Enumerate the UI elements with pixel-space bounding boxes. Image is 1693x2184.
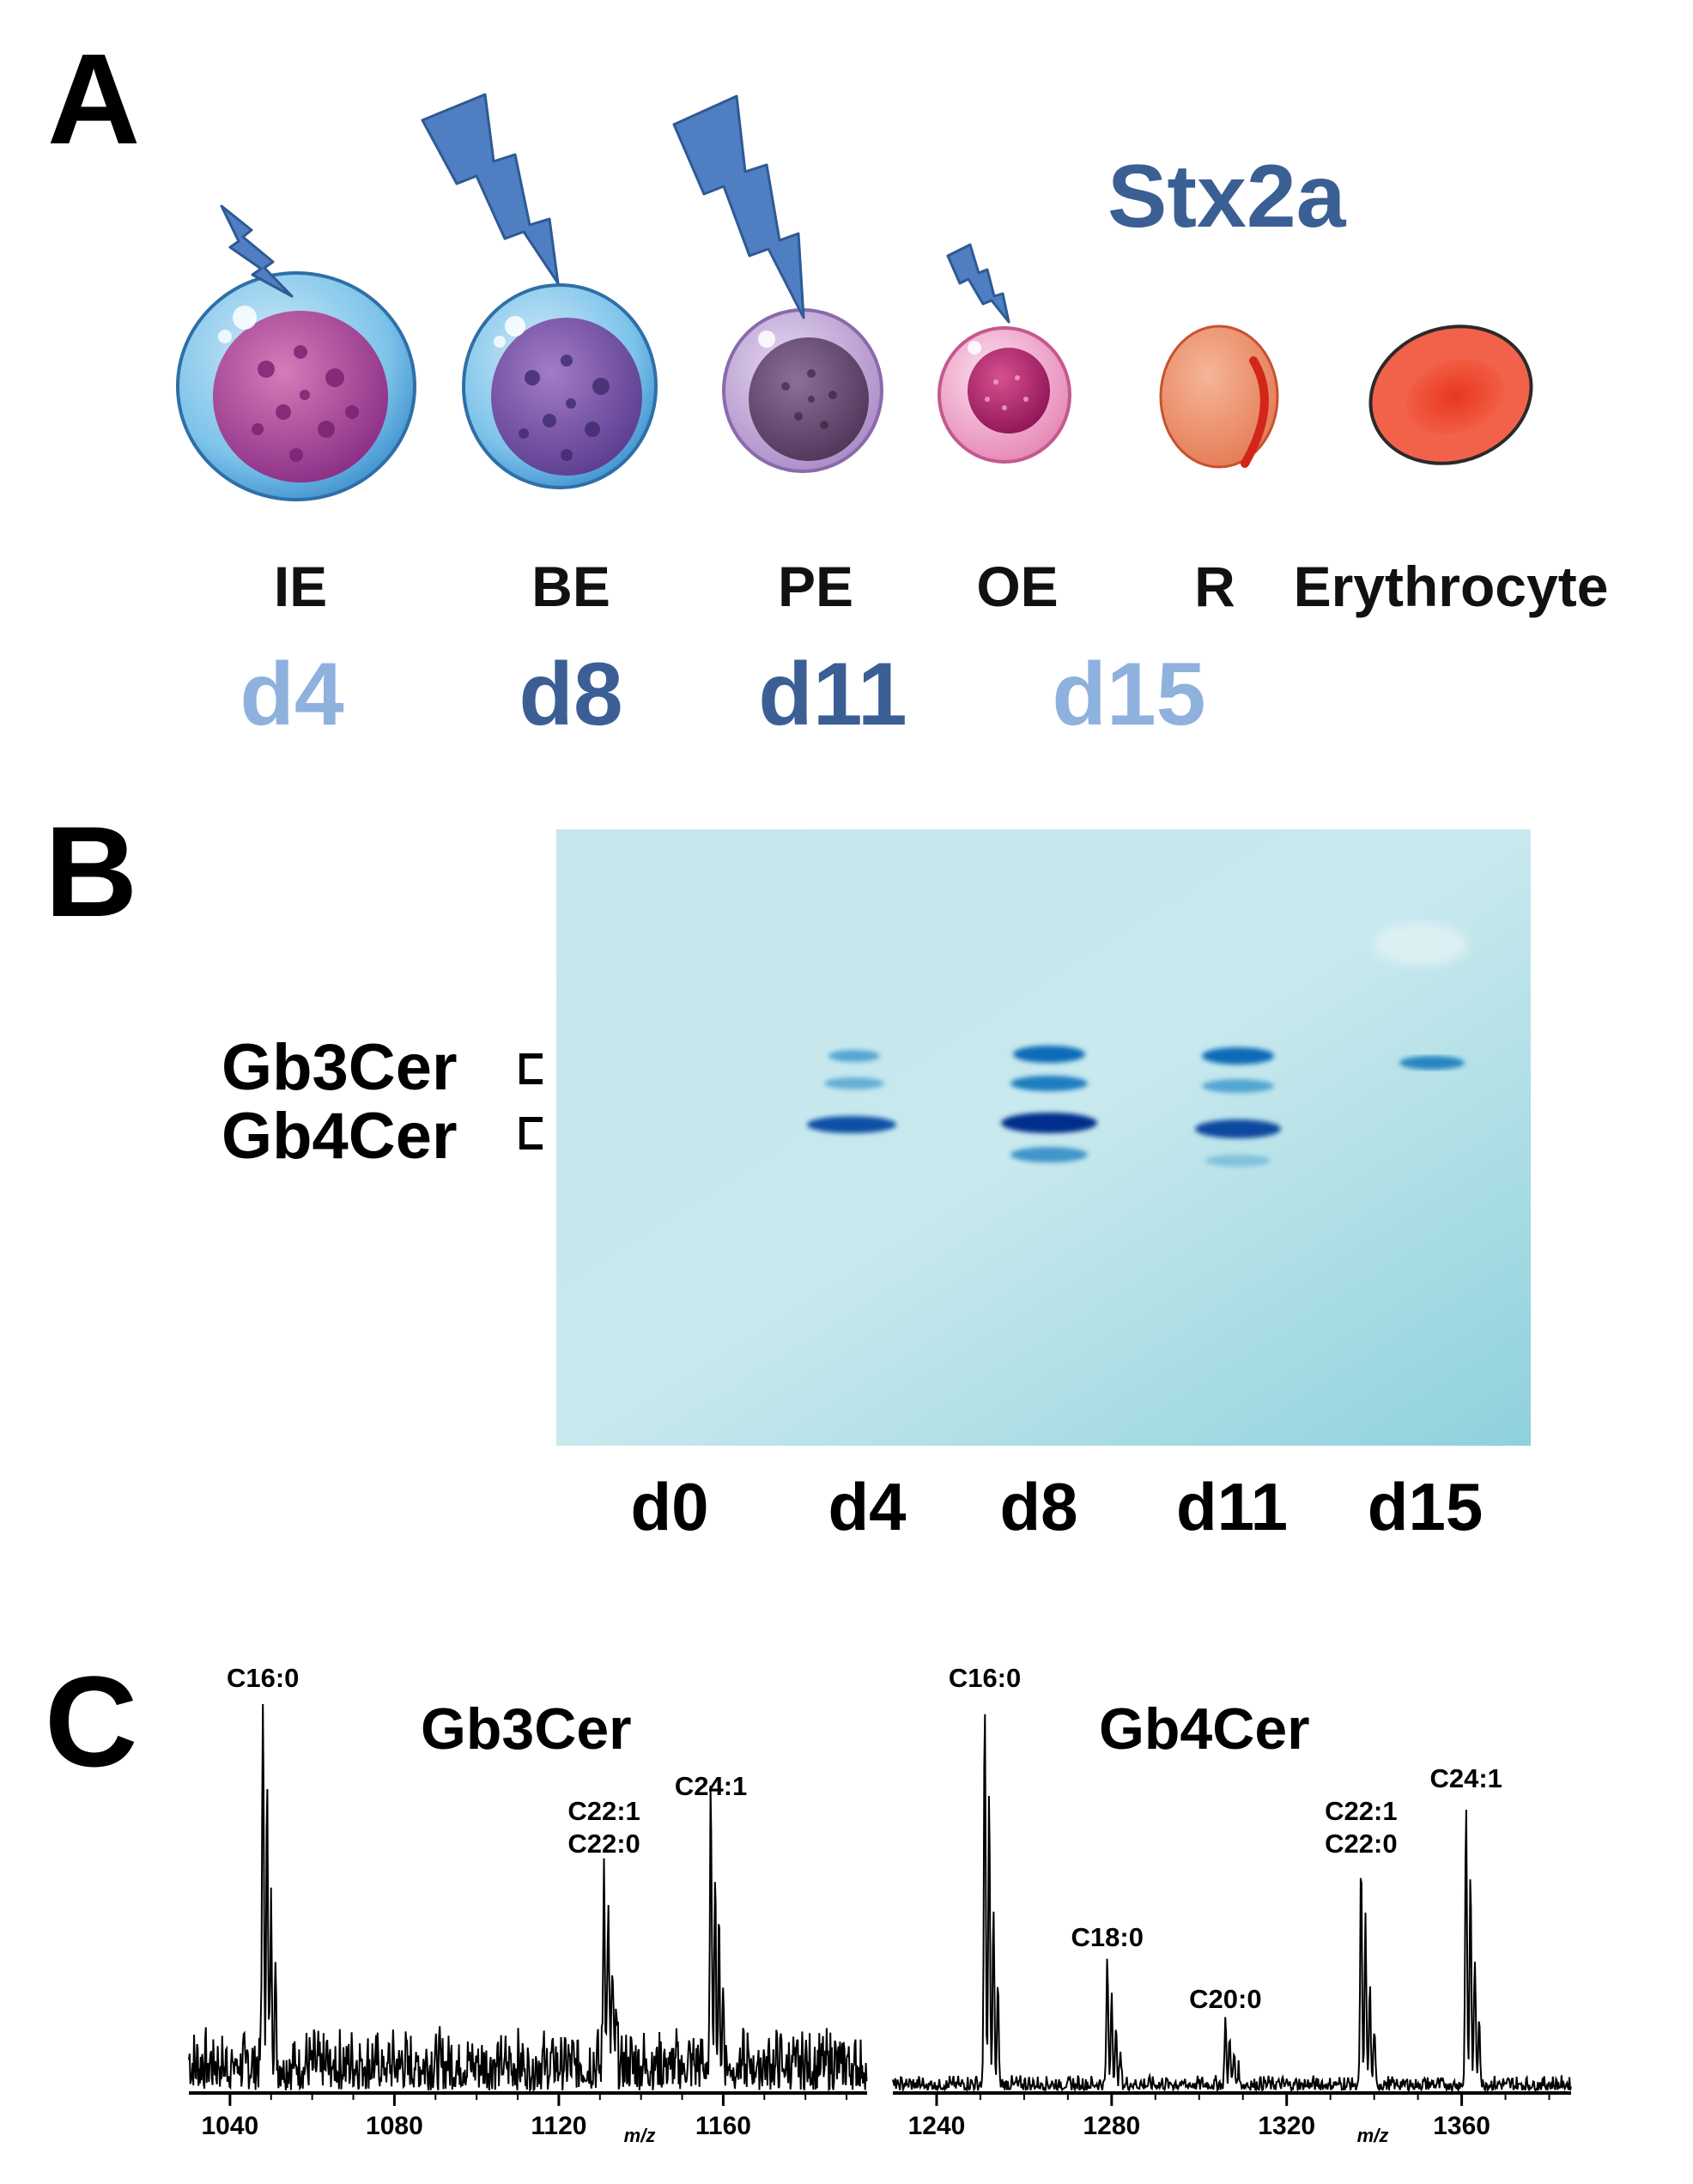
spectrum-tick-label: 1080 bbox=[366, 2112, 423, 2140]
spectrum-tick-label: 1280 bbox=[1083, 2112, 1141, 2140]
spectrum-title-gb4cer: Gb4Cer bbox=[1099, 1696, 1310, 1762]
peak-label-1-1: C18:0 bbox=[1071, 1921, 1144, 1952]
bolt-oe-icon bbox=[946, 243, 1010, 324]
lane-label-d8: d8 bbox=[999, 1469, 1078, 1544]
stage-label-pe: PE bbox=[777, 555, 854, 618]
cell-erythrocyte-icon bbox=[1368, 325, 1533, 465]
peak-label-0-0: C16:0 bbox=[226, 1663, 300, 1693]
spectrum-tick-label: 1120 bbox=[531, 2112, 587, 2140]
panel-letter-a: A bbox=[47, 27, 141, 171]
tlc-lane-d15-bands bbox=[1399, 1056, 1465, 1070]
gb4cer-bracket bbox=[519, 1117, 543, 1150]
bolt-pe-icon bbox=[672, 94, 805, 319]
day-label-d15: d15 bbox=[1052, 645, 1206, 744]
cell-oe-icon bbox=[938, 326, 1071, 464]
tlc-lane-d8-bands bbox=[1001, 1046, 1097, 1162]
day-label-d8: d8 bbox=[519, 645, 623, 744]
spectrum-tick-label: 1240 bbox=[907, 2112, 966, 2140]
peak-label-1-2: C20:0 bbox=[1189, 1983, 1262, 2014]
toxin-label: Stx2a bbox=[1107, 147, 1346, 246]
tlc-lane-d11-bands bbox=[1195, 1047, 1281, 1167]
tlc-plate-background bbox=[556, 829, 1531, 1446]
cell-be-icon bbox=[462, 283, 658, 489]
peak-label-1-0: C16:0 bbox=[948, 1663, 1022, 1693]
lane-label-d4: d4 bbox=[828, 1469, 907, 1544]
peak-label-0-2: C24:1 bbox=[674, 1771, 748, 1801]
stage-label-be: BE bbox=[531, 555, 610, 618]
stage-label-erythrocyte: Erythrocyte bbox=[1293, 555, 1609, 618]
stage-label-ie: IE bbox=[273, 555, 328, 618]
stage-label-oe: OE bbox=[976, 555, 1059, 618]
spectrum-tick-label: 1040 bbox=[201, 2112, 259, 2140]
band-label-gb4cer: Gb4Cer bbox=[221, 1100, 458, 1173]
spectrum-axis-label: m/z bbox=[623, 2125, 656, 2146]
spectrum-tick-label: 1320 bbox=[1258, 2112, 1316, 2140]
spectrum-axis-label: m/z bbox=[1356, 2125, 1389, 2146]
cell-ie-icon bbox=[176, 271, 416, 501]
gb3cer-bracket bbox=[519, 1053, 543, 1084]
cell-reticulocyte-icon bbox=[1159, 325, 1279, 469]
spectrum-tick-label: 1160 bbox=[695, 2112, 751, 2140]
spectrum-tick-label: 1360 bbox=[1433, 2112, 1490, 2140]
panel-letter-c: C bbox=[45, 1649, 138, 1793]
peak-label-1-4: C24:1 bbox=[1429, 1763, 1502, 1793]
bolt-ie-icon bbox=[220, 204, 294, 298]
panel-letter-b: B bbox=[45, 799, 138, 943]
cell-differentiation-diagram bbox=[176, 93, 1533, 501]
spectrum-title-gb3cer: Gb3Cer bbox=[421, 1696, 632, 1762]
day-label-d11: d11 bbox=[758, 645, 907, 744]
lane-label-d15: d15 bbox=[1367, 1469, 1484, 1544]
cell-pe-icon bbox=[722, 308, 883, 473]
band-label-gb3cer: Gb3Cer bbox=[221, 1031, 458, 1104]
day-label-d4: d4 bbox=[240, 645, 344, 744]
lane-label-d11: d11 bbox=[1175, 1469, 1289, 1544]
tlc-lane-d4-bands bbox=[807, 1050, 896, 1133]
stage-label-r: R bbox=[1194, 555, 1235, 618]
lane-label-d0: d0 bbox=[630, 1469, 709, 1544]
bolt-be-icon bbox=[421, 93, 560, 285]
